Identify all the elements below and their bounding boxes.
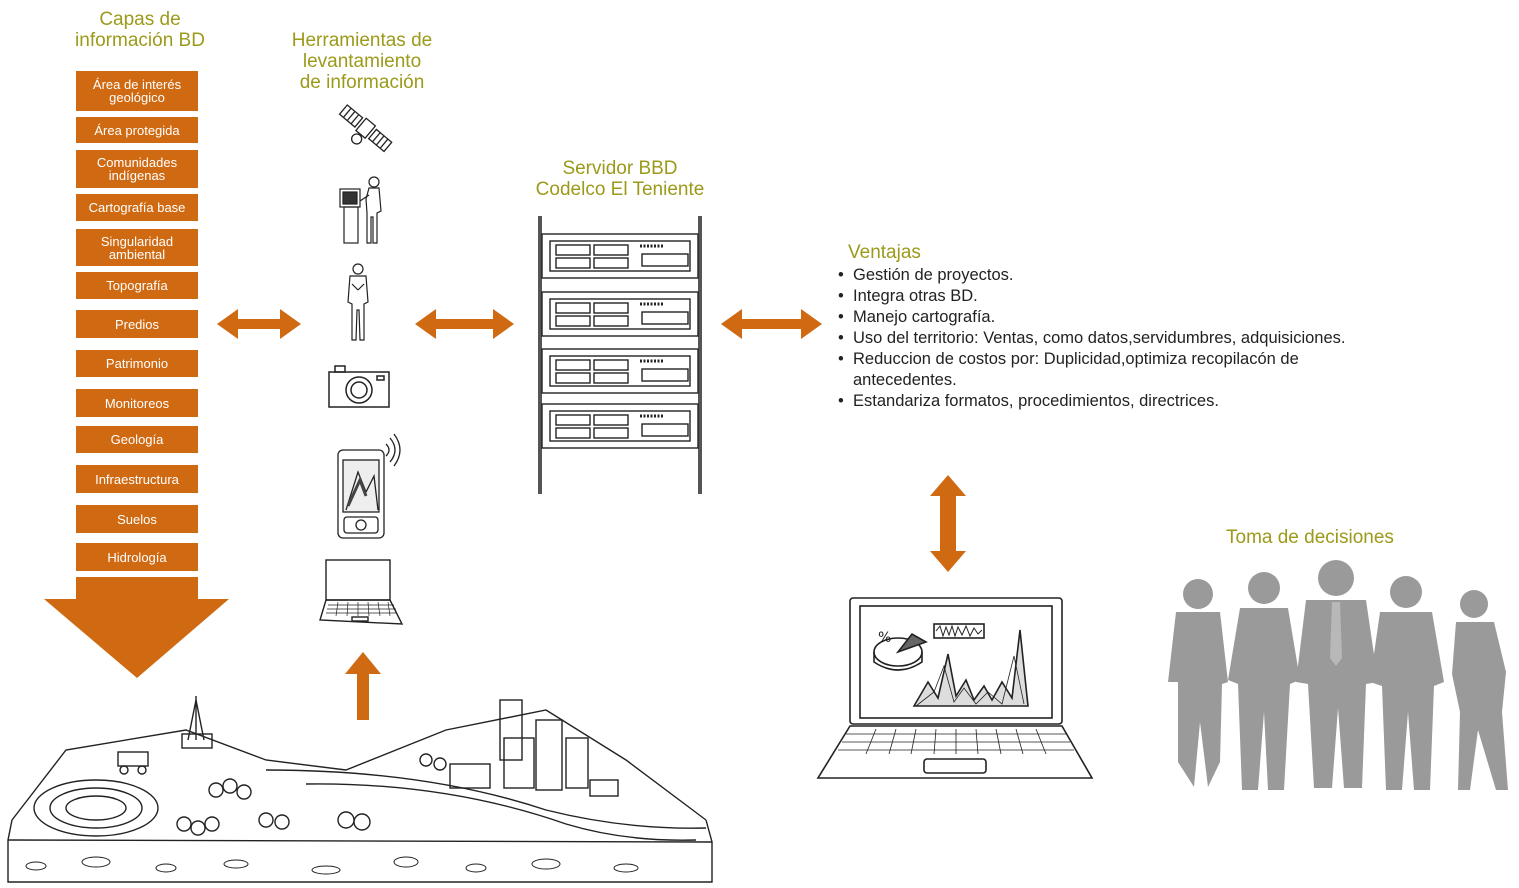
layer-item: Predios — [76, 310, 198, 338]
benefit-item: Reduccion de costos por: Duplicidad,opti… — [838, 349, 1398, 391]
benefit-item: Integra otras BD. — [838, 286, 1398, 307]
benefit-item: Manejo cartografía. — [838, 307, 1398, 328]
person-silhouette — [1296, 560, 1378, 788]
server-rack-icon — [538, 216, 702, 494]
person-phone-icon — [347, 263, 369, 341]
benefit-item: Uso del territorio: Ventas, como datos,s… — [838, 328, 1398, 349]
layer-item: Comunidades indígenas — [76, 150, 198, 188]
person-silhouette — [1370, 576, 1444, 790]
benefits-laptop-arrow — [930, 475, 966, 572]
layer-item: Patrimonio — [76, 350, 198, 377]
decisions-title: Toma de decisiones — [1226, 527, 1394, 548]
server-unit — [541, 403, 699, 449]
benefits-list: Gestión de proyectos. Integra otras BD. … — [838, 265, 1398, 412]
benefit-item: Estandariza formatos, procedimientos, di… — [838, 391, 1398, 412]
camera-icon — [328, 365, 390, 408]
percent-label: % — [878, 630, 891, 646]
tools-title: Herramientas de levantamiento de informa… — [291, 30, 433, 93]
person-silhouette — [1228, 572, 1300, 790]
layer-item: Singularidad ambiental — [76, 229, 198, 266]
mobile-device-icon — [337, 433, 401, 539]
layer-item: Área de interés geológico — [76, 71, 198, 111]
people-silhouette-icon — [1168, 560, 1508, 790]
landscape-up-arrow — [345, 652, 381, 720]
benefit-item: Gestión de proyectos. — [838, 265, 1398, 286]
server-title: Servidor BBD Codelco El Teniente — [535, 158, 705, 200]
buildings — [449, 699, 619, 797]
layer-item: Geología — [76, 426, 198, 453]
person-silhouette — [1168, 579, 1228, 787]
surveyor-terminal-icon — [339, 176, 382, 244]
layers-title: Capas de información BD — [75, 9, 205, 51]
layer-item: Cartografía base — [76, 194, 198, 221]
landscape-illustration — [7, 696, 713, 883]
benefits-title: Ventajas — [848, 242, 921, 263]
laptop-small-icon — [319, 559, 404, 625]
layer-item: Infraestructura — [76, 465, 198, 493]
layer-item: Hidrología — [76, 543, 198, 571]
layers-tools-arrow — [217, 309, 301, 339]
layers-down-arrow — [44, 577, 229, 678]
layer-item: Área protegida — [76, 117, 198, 143]
server-unit — [541, 291, 699, 337]
analytics-laptop-icon: % — [816, 597, 1094, 779]
server-benefits-arrow — [721, 309, 822, 339]
server-unit — [541, 233, 699, 279]
satellite-icon — [338, 104, 393, 153]
layer-item: Monitoreos — [76, 389, 198, 417]
server-unit — [541, 348, 699, 394]
layer-item: Suelos — [76, 505, 198, 533]
layer-item: Topografía — [76, 272, 198, 299]
person-silhouette — [1452, 590, 1508, 790]
tree-cluster — [176, 753, 447, 836]
tools-server-arrow — [415, 309, 514, 339]
